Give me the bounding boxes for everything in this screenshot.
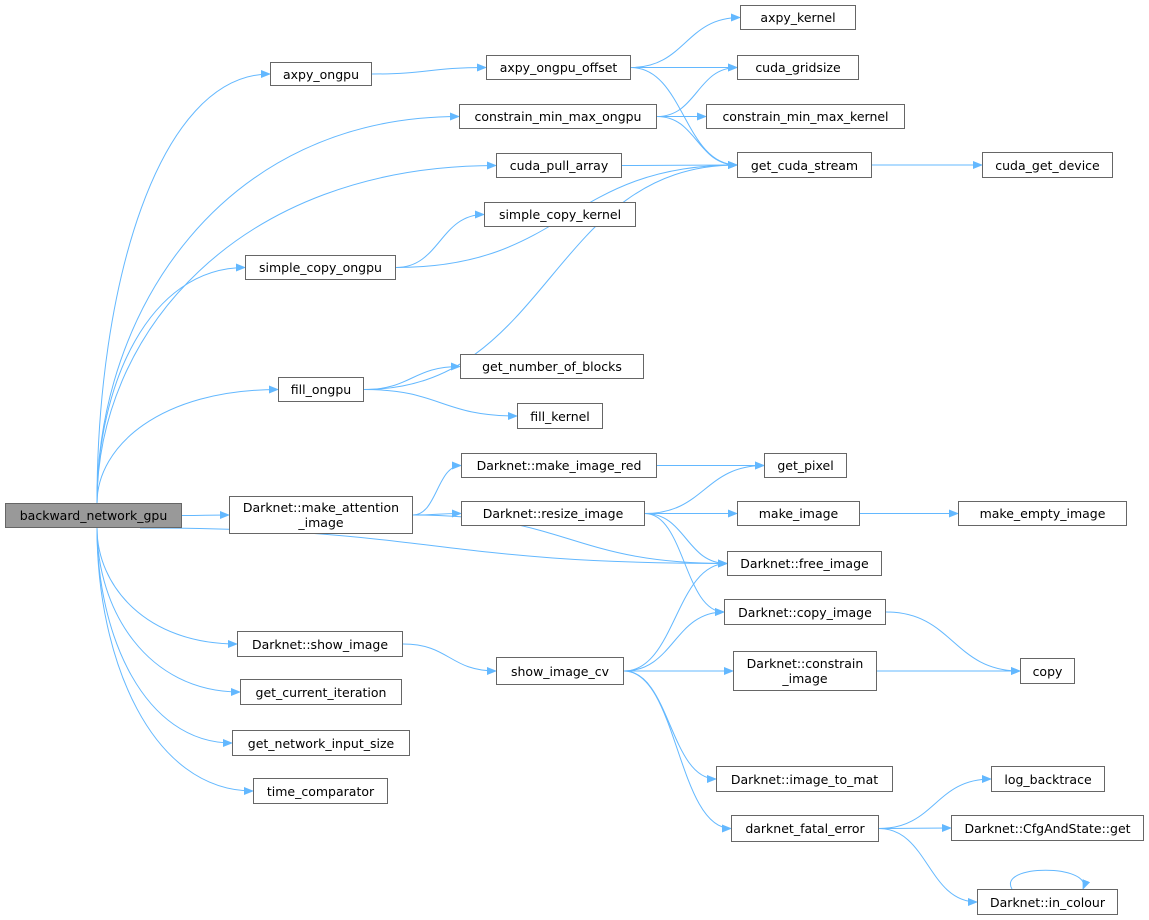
node-get-current-iteration[interactable]: get_current_iteration — [240, 679, 402, 705]
edge-in-colour-to-in-colour — [1009, 869, 1091, 890]
node-log-backtrace[interactable]: log_backtrace — [991, 766, 1105, 792]
edge-backward-network-gpu-to-get-current-iteration — [96, 527, 241, 696]
edge-darknet-fatal-error-to-cfgandstate-get — [878, 824, 952, 833]
edge-fill-ongpu-to-fill-kernel — [363, 389, 518, 420]
node-cuda-gridsize[interactable]: cuda_gridsize — [737, 55, 859, 80]
node-make-image[interactable]: make_image — [737, 501, 860, 526]
edge-copy-image-to-copy — [885, 611, 1021, 675]
edge-darknet-fatal-error-to-log-backtrace — [878, 775, 992, 829]
edge-simple-copy-ongpu-to-simple-copy-kernel — [395, 210, 485, 268]
edge-show-image-to-show-image-cv — [402, 643, 497, 675]
edge-backward-network-gpu-to-show-image — [96, 527, 238, 648]
edge-show-image-cv-to-copy-image — [623, 608, 725, 672]
node-fill-ongpu[interactable]: fill_ongpu — [278, 377, 364, 402]
node-copy-image[interactable]: Darknet::copy_image — [724, 599, 886, 625]
node-make-image-red[interactable]: Darknet::make_image_red — [461, 453, 657, 478]
edge-backward-network-gpu-to-get-network-input-size — [96, 527, 233, 747]
node-make-attention-image[interactable]: Darknet::make_attention _image — [229, 496, 413, 534]
edge-show-image-cv-to-image-to-mat — [623, 670, 717, 783]
edge-fill-ongpu-to-get-cuda-stream — [363, 161, 738, 390]
edge-show-image-cv-to-darknet-fatal-error — [623, 670, 732, 833]
edge-axpy-ongpu-offset-to-axpy-kernel — [630, 13, 741, 68]
node-fill-kernel[interactable]: fill_kernel — [517, 403, 603, 429]
edge-resize-image-to-copy-image — [644, 513, 725, 616]
node-axpy-ongpu-offset[interactable]: axpy_ongpu_offset — [486, 55, 631, 80]
node-constrain-min-max-ongpu[interactable]: constrain_min_max_ongpu — [459, 104, 657, 129]
edge-resize-image-to-free-image — [644, 513, 728, 568]
node-constrain-image[interactable]: Darknet::constrain _image — [733, 651, 877, 691]
node-cuda-get-device[interactable]: cuda_get_device — [982, 152, 1113, 178]
node-make-empty-image[interactable]: make_empty_image — [958, 501, 1127, 526]
node-show-image[interactable]: Darknet::show_image — [237, 631, 403, 657]
edge-show-image-cv-to-free-image — [623, 559, 728, 672]
node-in-colour[interactable]: Darknet::in_colour — [977, 889, 1118, 915]
edge-fill-ongpu-to-get-number-of-blocks — [363, 362, 461, 390]
edge-backward-network-gpu-to-axpy-ongpu — [96, 70, 271, 504]
edge-darknet-fatal-error-to-in-colour — [878, 828, 978, 906]
edge-backward-network-gpu-to-cuda-pull-array — [96, 161, 497, 504]
edge-backward-network-gpu-to-simple-copy-ongpu — [96, 263, 246, 504]
edge-backward-network-gpu-to-fill-ongpu — [96, 385, 279, 504]
node-image-to-mat[interactable]: Darknet::image_to_mat — [716, 766, 893, 792]
node-get-network-input-size[interactable]: get_network_input_size — [232, 730, 410, 756]
node-resize-image[interactable]: Darknet::resize_image — [461, 501, 645, 526]
node-copy[interactable]: copy — [1020, 658, 1075, 684]
node-backward-network-gpu[interactable]: backward_network_gpu — [5, 503, 182, 528]
node-simple-copy-ongpu[interactable]: simple_copy_ongpu — [245, 255, 396, 280]
edge-axpy-ongpu-to-axpy-ongpu-offset — [371, 63, 487, 75]
node-free-image[interactable]: Darknet::free_image — [727, 551, 882, 576]
node-constrain-min-max-kernel[interactable]: constrain_min_max_kernel — [706, 104, 905, 129]
node-show-image-cv[interactable]: show_image_cv — [496, 657, 624, 685]
node-axpy-kernel[interactable]: axpy_kernel — [740, 5, 856, 30]
node-axpy-ongpu[interactable]: axpy_ongpu — [270, 62, 372, 86]
node-cfgandstate-get[interactable]: Darknet::CfgAndState::get — [951, 815, 1144, 841]
edge-backward-network-gpu-to-constrain-min-max-ongpu — [96, 112, 460, 504]
node-get-cuda-stream[interactable]: get_cuda_stream — [737, 152, 872, 178]
node-get-pixel[interactable]: get_pixel — [764, 453, 847, 478]
edge-constrain-min-max-ongpu-to-cuda-gridsize — [656, 63, 738, 117]
node-darknet-fatal-error[interactable]: darknet_fatal_error — [731, 815, 879, 842]
node-time-comparator[interactable]: time_comparator — [253, 778, 388, 804]
edge-make-attention-image-to-make-image-red — [412, 461, 462, 516]
node-get-number-of-blocks[interactable]: get_number_of_blocks — [460, 354, 644, 379]
node-cuda-pull-array[interactable]: cuda_pull_array — [496, 153, 622, 178]
node-simple-copy-kernel[interactable]: simple_copy_kernel — [484, 202, 636, 227]
edge-backward-network-gpu-to-make-attention-image — [181, 511, 230, 520]
edge-resize-image-to-get-pixel — [644, 461, 765, 514]
edge-backward-network-gpu-to-time-comparator — [96, 527, 254, 795]
edge-constrain-min-max-ongpu-to-get-cuda-stream — [656, 116, 738, 169]
